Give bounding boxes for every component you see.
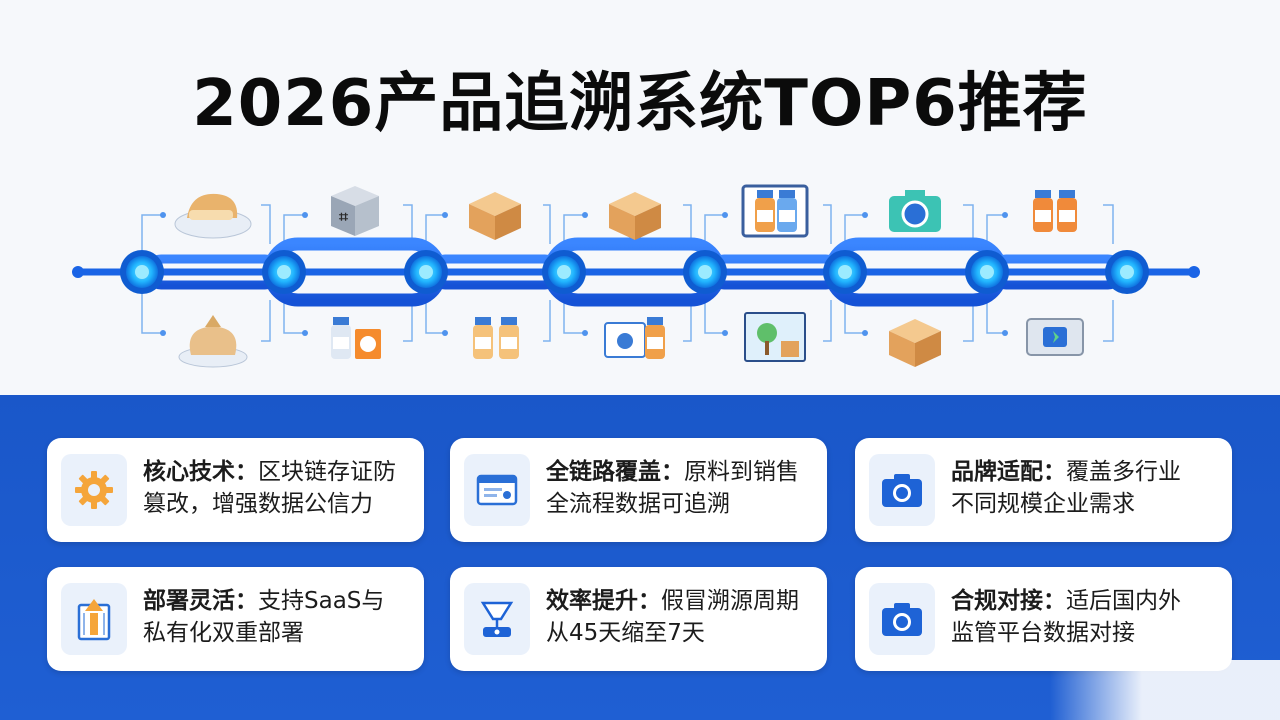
connector-dot <box>302 330 308 336</box>
connector-dot <box>160 212 166 218</box>
feature-text: 部署灵活：支持SaaS与私有化双重部署 <box>143 588 385 646</box>
bottles-icon <box>1033 190 1077 232</box>
connector-line <box>823 204 832 244</box>
chip-icon <box>1026 318 1084 356</box>
connector-dot <box>862 212 868 218</box>
feature-text: 核心技术：区块链存证防篡改，增强数据公信力 <box>143 459 396 517</box>
flour-sack-icon <box>178 315 248 368</box>
connector-dot <box>160 330 166 336</box>
rail-end <box>72 266 84 278</box>
connector-dot <box>1002 330 1008 336</box>
bread-icon <box>174 193 252 239</box>
page-title: 2026产品追溯系统TOP6推荐 <box>192 67 1088 141</box>
box-icon <box>889 319 941 367</box>
connector-line <box>283 214 305 250</box>
connector-line <box>1103 300 1114 342</box>
connector-dot <box>582 212 588 218</box>
camera-icon <box>889 190 941 232</box>
bottles-screen-icon <box>741 184 809 238</box>
feature-title: 合规对接 <box>951 588 1043 614</box>
feature-title: 品牌适配 <box>951 459 1043 485</box>
feature-card-2: 全链路覆盖：原料到销售全流程数据可追溯 <box>450 438 827 542</box>
feature-text: 全链路覆盖：原料到销售全流程数据可追溯 <box>546 459 799 517</box>
connector-line <box>283 294 305 334</box>
chain-node-center <box>419 265 433 279</box>
landscape-icon <box>744 312 806 362</box>
connector-line <box>963 204 974 244</box>
connector-line <box>141 294 163 334</box>
connector-line <box>563 214 585 250</box>
connector-line <box>563 294 585 334</box>
connector-dot <box>722 330 728 336</box>
camera-icon <box>869 454 935 526</box>
chain-nodes <box>120 250 1149 294</box>
boxes-icon <box>469 192 521 240</box>
connector-line <box>963 300 974 342</box>
connector-line <box>986 294 1005 334</box>
bottles-tray-icon <box>604 317 665 359</box>
svg-text:⌗: ⌗ <box>338 207 349 226</box>
traceability-chain-diagram: ⌗ <box>72 184 1200 368</box>
connector-line <box>543 204 551 244</box>
chain-node-center <box>135 265 149 279</box>
chain-links <box>72 237 1200 307</box>
feature-card-4: 部署灵活：支持SaaS与私有化双重部署 <box>47 567 424 671</box>
connector-dot <box>722 212 728 218</box>
feature-title: 核心技术 <box>143 459 235 485</box>
feature-card-3: 品牌适配：覆盖多行业不同规模企业需求 <box>855 438 1232 542</box>
connector-line <box>261 300 271 342</box>
feature-card-1: 核心技术：区块链存证防篡改，增强数据公信力 <box>47 438 424 542</box>
connector-line <box>403 204 413 244</box>
connector-line <box>403 300 413 342</box>
rail-end <box>1188 266 1200 278</box>
feature-card-5: 效率提升：假冒溯源周期从45天缩至7天 <box>450 567 827 671</box>
connector-line <box>425 214 445 250</box>
chain-node-center <box>838 265 852 279</box>
connector-dot <box>582 330 588 336</box>
connector-line <box>683 300 692 342</box>
gear-icon <box>61 454 127 526</box>
feature-card-6: 合规对接：适后国内外监管平台数据对接 <box>855 567 1232 671</box>
feature-title: 部署灵活 <box>143 588 235 614</box>
chain-node-center <box>980 265 994 279</box>
bottle-carton-icon <box>331 317 381 359</box>
connector-line <box>141 214 163 250</box>
feature-text: 效率提升：假冒溯源周期从45天缩至7天 <box>546 588 799 646</box>
connector-line <box>683 204 692 244</box>
scale-icon <box>464 583 530 655</box>
connector-dot <box>862 330 868 336</box>
chain-node-center <box>277 265 291 279</box>
jars-icon <box>473 317 519 359</box>
connector-line <box>261 204 271 244</box>
chain-icons: ⌗ <box>174 184 1084 368</box>
connector-line <box>704 214 725 250</box>
connector-line <box>1103 204 1114 244</box>
id-card-icon <box>464 454 530 526</box>
connector-line <box>704 294 725 334</box>
chain-node-center <box>698 265 712 279</box>
cube-device-icon: ⌗ <box>331 186 379 236</box>
connector-dot <box>1002 212 1008 218</box>
connector-dot <box>442 330 448 336</box>
connector-line <box>823 300 832 342</box>
connector-lines <box>141 204 1114 342</box>
feature-title: 全链路覆盖 <box>546 459 661 485</box>
feature-text: 品牌适配：覆盖多行业不同规模企业需求 <box>951 459 1181 517</box>
deploy-icon <box>61 583 127 655</box>
connector-line <box>844 214 865 250</box>
boxes-stack-icon <box>609 192 661 240</box>
connector-dot <box>302 212 308 218</box>
connector-line <box>844 294 865 334</box>
connector-dot <box>442 212 448 218</box>
chain-node-center <box>1120 265 1134 279</box>
connector-line <box>543 300 551 342</box>
watermark-fade <box>1050 660 1280 720</box>
chain-node-center <box>557 265 571 279</box>
connector-line <box>425 294 445 334</box>
connector-line <box>986 214 1005 250</box>
camera-icon <box>869 583 935 655</box>
feature-text: 合规对接：适后国内外监管平台数据对接 <box>951 588 1181 646</box>
feature-title: 效率提升 <box>546 588 638 614</box>
